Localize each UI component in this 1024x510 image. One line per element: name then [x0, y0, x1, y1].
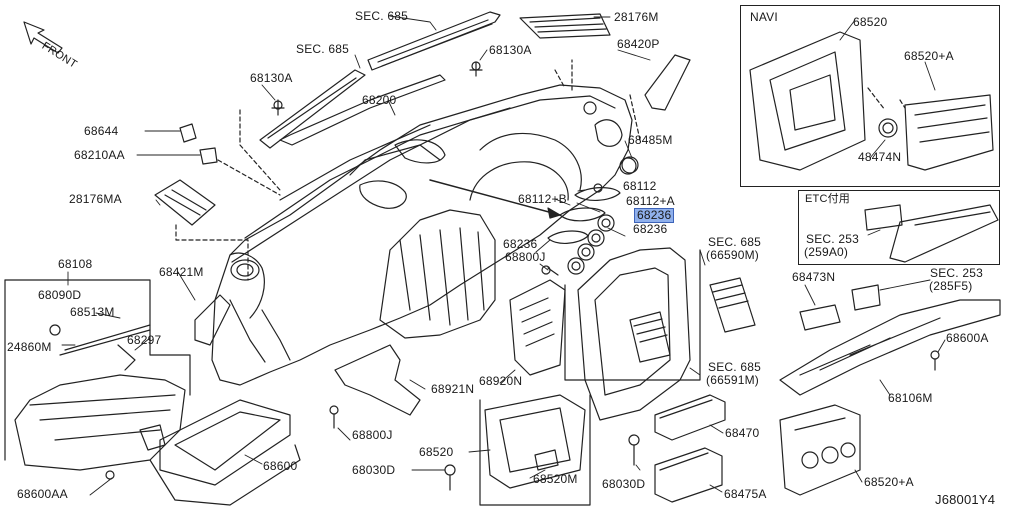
label-68030d-left: 68030D	[352, 463, 396, 477]
label-68520-navi: 68520	[853, 15, 888, 29]
label-68030d-right: 68030D	[602, 477, 646, 491]
label-68420p: 68420P	[617, 37, 660, 51]
label-68200: 68200	[362, 93, 397, 107]
label-68236-highlighted[interactable]: 68236	[634, 208, 675, 223]
label-24860m: 24860M	[7, 340, 52, 354]
label-68475a: 68475A	[724, 487, 767, 501]
label-sec253-a-sub: (259A0)	[804, 245, 849, 259]
label-68520a-navi: 68520+A	[904, 49, 954, 63]
label-68520a-bottom: 68520+A	[864, 475, 914, 489]
label-sec685-top: SEC. 685	[355, 9, 408, 23]
label-68644: 68644	[84, 124, 119, 138]
label-sec253-a: SEC. 253	[806, 232, 859, 246]
label-48474n: 48474N	[858, 150, 902, 164]
label-68210aa: 68210AA	[74, 148, 125, 162]
label-68520-mid: 68520	[419, 445, 454, 459]
label-28176m: 28176M	[614, 10, 659, 24]
label-28176ma: 28176MA	[69, 192, 122, 206]
label-sec685-591: SEC. 685	[708, 360, 761, 374]
label-68600aa: 68600AA	[17, 487, 68, 501]
label-68600a: 68600A	[946, 331, 989, 345]
label-68130a-left: 68130A	[250, 71, 293, 85]
etc-box	[798, 190, 1000, 265]
label-68421m: 68421M	[159, 265, 204, 279]
label-68920n: 68920N	[479, 374, 523, 388]
label-sec253-b-sub: (285F5)	[929, 279, 973, 293]
label-68108: 68108	[58, 257, 93, 271]
front-arrow-icon	[23, 21, 63, 54]
label-68800j-top: 68800J	[505, 250, 546, 264]
label-68473n: 68473N	[792, 270, 836, 284]
top-vent-drawing	[367, 11, 501, 71]
label-sec685-590: SEC. 685	[708, 235, 761, 249]
label-68112: 68112	[623, 179, 657, 193]
instrument-panel-drawing	[211, 74, 639, 386]
navi-box	[740, 5, 1000, 187]
label-68921n: 68921N	[431, 382, 475, 396]
label-sec253-b: SEC. 253	[930, 266, 983, 280]
label-68106m: 68106M	[888, 391, 933, 405]
label-68800j-bottom: 68800J	[352, 428, 393, 442]
label-68470: 68470	[725, 426, 760, 440]
label-navi-title: NAVI	[750, 10, 778, 24]
label-68112a: 68112+A	[626, 194, 675, 208]
label-68236-b: 68236	[503, 237, 538, 251]
label-68236-a: 68236	[633, 222, 668, 236]
label-68513m: 68513M	[70, 305, 115, 319]
label-68485m: 68485M	[628, 133, 673, 147]
label-68297: 68297	[127, 333, 162, 347]
label-sec685-mid: SEC. 685	[296, 42, 349, 56]
label-68090d: 68090D	[38, 288, 82, 302]
label-sec685-591-sub: (66591M)	[706, 373, 759, 387]
label-68520m: 68520M	[533, 472, 578, 486]
diagram-code: J68001Y4	[935, 492, 996, 507]
label-68130a-right: 68130A	[489, 43, 532, 57]
label-68600: 68600	[263, 459, 298, 473]
label-sec685-590-sub: (66590M)	[706, 248, 759, 262]
label-68112b: 68112+B	[518, 192, 567, 206]
label-etc-title: ETC付用	[805, 193, 850, 205]
